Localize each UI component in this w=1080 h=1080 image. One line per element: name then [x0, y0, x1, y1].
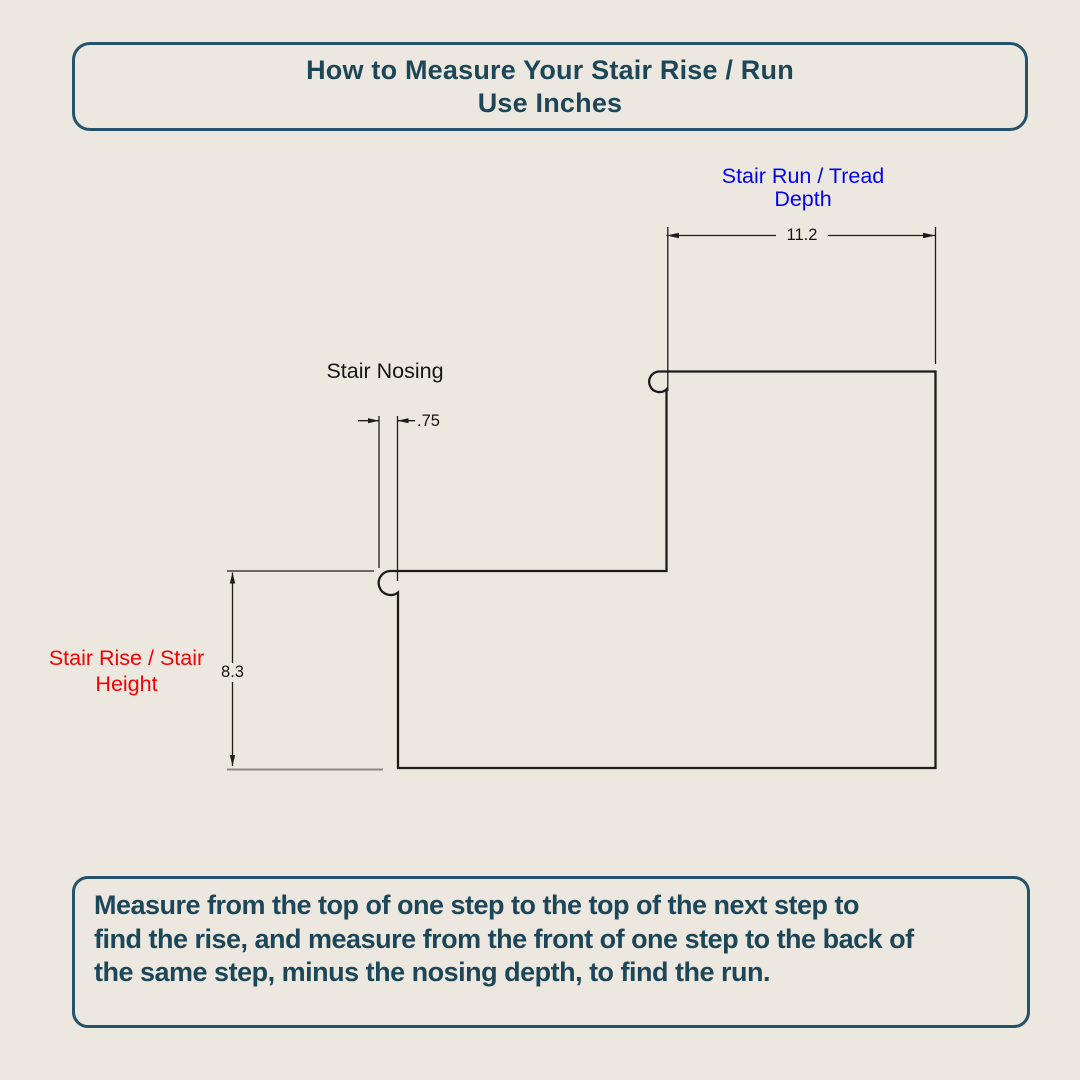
- title-box: How to Measure Your Stair Rise / Run Use…: [72, 42, 1028, 131]
- instruction-line-1: Measure from the top of one step to the …: [94, 890, 860, 920]
- rise-label-line1: Stair Rise / Stair: [48, 646, 205, 670]
- step-outline: [377, 370, 937, 770]
- run-dimension-value: 11.2: [776, 226, 828, 245]
- page-title: How to Measure Your Stair Rise / Run: [306, 54, 794, 85]
- run-dimension: [666, 227, 937, 391]
- nosing-label: Stair Nosing: [326, 359, 444, 383]
- run-arrow-left: [666, 232, 679, 239]
- run-label-line1: Stair Run / Tread: [721, 164, 885, 188]
- rise-label-line2: Height: [95, 672, 158, 696]
- run-arrow-right: [923, 232, 936, 239]
- rise-arrow-down: [229, 755, 236, 766]
- nosing-dimension: [358, 416, 415, 581]
- run-label: Stair Run / Tread Depth: [668, 165, 938, 211]
- instruction-box: Measure from the top of one step to the …: [72, 876, 1030, 1028]
- rise-arrow-up: [229, 572, 236, 584]
- instruction-line-2: find the rise, and measure from the fron…: [94, 923, 914, 954]
- rise-dimension-value: 8.3: [209, 663, 256, 682]
- nosing-arrow-right: [397, 418, 409, 424]
- nosing-arrow-left: [368, 418, 379, 424]
- nosing-dimension-value: .75: [417, 412, 440, 430]
- run-label-line2: Depth: [774, 187, 832, 211]
- page-subtitle: Use Inches: [477, 87, 623, 118]
- instruction-line-3: the same step, minus the nosing depth, t…: [94, 957, 771, 987]
- rise-label: Stair Rise / Stair Height: [20, 645, 233, 697]
